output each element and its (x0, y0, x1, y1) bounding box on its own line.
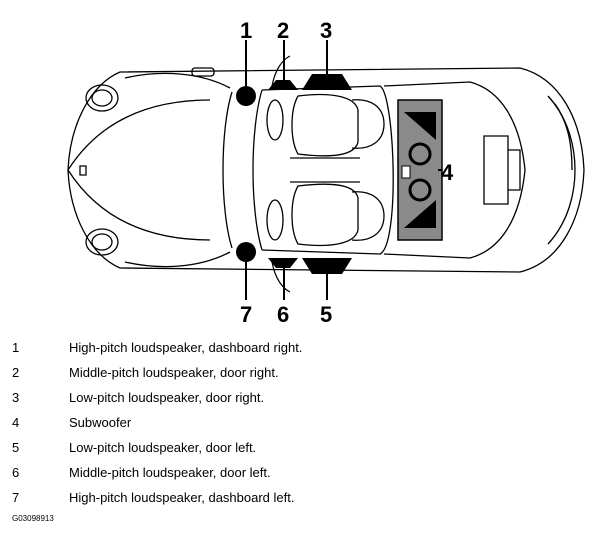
legend-text: Low-pitch loudspeaker, door left. (69, 440, 257, 455)
legend-number: 2 (12, 365, 20, 380)
legend-text: High-pitch loudspeaker, dashboard left. (69, 490, 295, 505)
callout-5: 5 (320, 302, 332, 327)
speaker-5-door-left (302, 258, 352, 274)
subwoofer-horn-bottom (404, 200, 436, 228)
legend-row: 1 High-pitch loudspeaker, dashboard righ… (0, 335, 600, 360)
subwoofer-horn-top (404, 112, 436, 140)
speaker-2-door-right (268, 80, 298, 90)
subwoofer-cone-bottom (408, 178, 432, 202)
speaker-7-dashboard-left (236, 242, 256, 262)
subwoofer-panel (397, 99, 443, 241)
car-outline (67, 67, 585, 273)
callout-leaders (245, 40, 442, 300)
seat-left (291, 183, 359, 247)
callout-3: 3 (320, 18, 332, 43)
headlight-right (85, 84, 119, 112)
legend: 1 High-pitch loudspeaker, dashboard righ… (0, 335, 600, 510)
cabin (261, 85, 394, 255)
legend-row: 6 Middle-pitch loudspeaker, door left. (0, 460, 600, 485)
callout-6: 6 (277, 302, 289, 327)
legend-number: 5 (12, 440, 20, 455)
legend-row: 3 Low-pitch loudspeaker, door right. (0, 385, 600, 410)
speaker-1-dashboard-right (236, 86, 256, 106)
legend-text: Low-pitch loudspeaker, door right. (69, 390, 265, 405)
callout-1: 1 (240, 18, 252, 43)
rear-deck (383, 81, 526, 259)
legend-number: 1 (12, 340, 20, 355)
legend-text: Subwoofer (69, 415, 132, 430)
legend-row: 2 Middle-pitch loudspeaker, door right. (0, 360, 600, 385)
callout-2: 2 (277, 18, 289, 43)
center-console (290, 157, 360, 183)
legend-text: High-pitch loudspeaker, dashboard right. (69, 340, 303, 355)
legend-number: 4 (12, 415, 20, 430)
speaker-6-door-left (268, 258, 298, 268)
subwoofer-cone-top (408, 142, 432, 166)
legend-row: 7 High-pitch loudspeaker, dashboard left… (0, 485, 600, 510)
engine-lid (483, 135, 509, 205)
legend-text: Middle-pitch loudspeaker, door right. (69, 365, 279, 380)
callout-7: 7 (240, 302, 252, 327)
seat-right (291, 93, 359, 157)
legend-number: 6 (12, 465, 20, 480)
figure-code: G03098913 (12, 514, 54, 523)
windshield (222, 91, 233, 249)
legend-text: Middle-pitch loudspeaker, door left. (69, 465, 271, 480)
car-loudspeaker-diagram: 1 2 3 4 5 6 7 (67, 18, 585, 327)
car-body (67, 67, 585, 273)
emblem (79, 165, 87, 176)
legend-row: 4 Subwoofer (0, 410, 600, 435)
speaker-3-door-right (302, 74, 352, 90)
legend-number: 7 (12, 490, 20, 505)
legend-row: 5 Low-pitch loudspeaker, door left. (0, 435, 600, 460)
legend-number: 3 (12, 390, 20, 405)
headlight-left (85, 228, 119, 256)
callout-4: 4 (441, 160, 454, 185)
